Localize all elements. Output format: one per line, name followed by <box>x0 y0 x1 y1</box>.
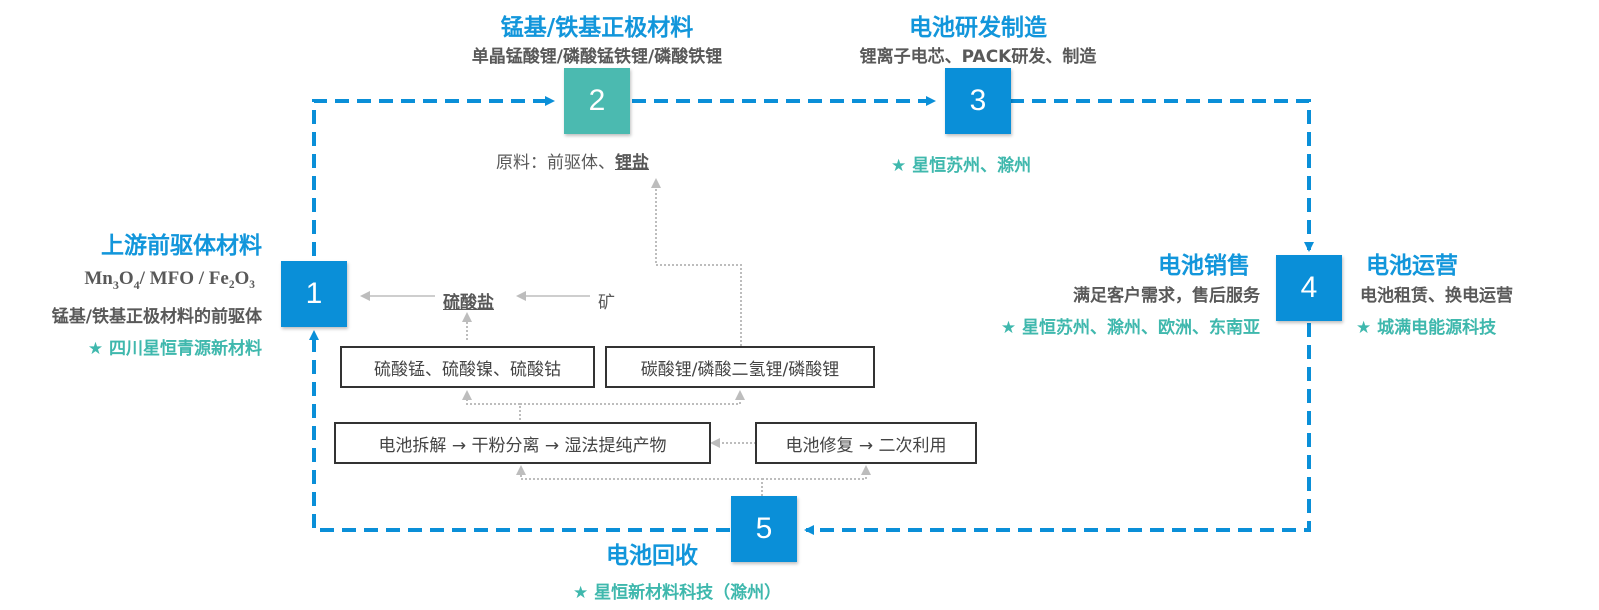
node-4-ops-desc: 电池租赁、换电运营 <box>1360 286 1513 306</box>
node-1-formula: Mn3O4/ MFO / Fe₂O₃ <box>84 268 255 292</box>
node-1-number: 1 <box>305 277 323 310</box>
node-2-desc: 单晶锰酸锂/磷酸锰铁锂/磷酸铁锂 <box>471 47 723 67</box>
box-repair-reuse: 电池修复 → 二次利用 <box>755 422 977 464</box>
lithium-salt-label: 锂盐 <box>615 153 649 173</box>
node-2[interactable]: 2 <box>564 68 630 134</box>
dotted-lithium-to-lithium-salt <box>651 178 742 350</box>
node-4-number: 4 <box>1300 271 1318 304</box>
node-2-raw-materials: 原料：前驱体、锂盐 <box>496 153 649 173</box>
node-3[interactable]: 3 <box>945 68 1011 134</box>
flow-5-to-1 <box>309 330 730 532</box>
node-4-sales-company: ★ 星恒苏州、滁州、欧洲、东南亚 <box>1000 318 1260 338</box>
node-5-company: ★ 星恒新材料科技（滁州） <box>573 583 782 603</box>
node-1-company: ★ 四川星恒青源新材料 <box>87 339 262 359</box>
node-3-desc: 锂离子电芯、PACK研发、制造 <box>859 47 1097 67</box>
sulfate-label: 硫酸盐 <box>443 293 494 313</box>
node-5-title: 电池回收 <box>606 543 698 569</box>
node-3-title: 电池研发制造 <box>909 15 1047 41</box>
node-4[interactable]: 4 <box>1276 255 1342 321</box>
node-1-desc: 锰基/铁基正极材料的前驱体 <box>51 307 262 327</box>
flow-3-to-4 <box>1010 99 1314 252</box>
flow-1-to-2 <box>312 96 555 256</box>
node-1[interactable]: 1 <box>281 261 347 327</box>
dotted-dismantle-to-boxes-a <box>462 390 521 420</box>
dotted-5-to-dismantle <box>516 465 763 496</box>
node-4-sales-desc: 满足客户需求，售后服务 <box>1073 286 1260 306</box>
box-sulfates: 硫酸锰、硫酸镍、硫酸钴 <box>340 346 595 388</box>
flow-4-to-5 <box>804 323 1311 535</box>
dotted-5-to-repair <box>762 465 871 480</box>
node-4-ops-title: 电池运营 <box>1366 253 1458 279</box>
node-1-title: 上游前驱体材料 <box>101 233 262 259</box>
box-dismantle-process: 电池拆解 → 干粉分离 → 湿法提纯产物 <box>334 422 711 464</box>
dotted-dismantle-to-boxes-b <box>520 390 745 405</box>
node-3-company: ★ 星恒苏州、滁州 <box>891 156 1032 176</box>
box-lithium-compounds: 碳酸锂/磷酸二氢锂/磷酸锂 <box>605 346 875 388</box>
node-5-number: 5 <box>755 512 773 545</box>
node-2-number: 2 <box>588 84 606 117</box>
ore-label: 矿 <box>598 293 615 313</box>
node-4-ops-company: ★ 城满电能源科技 <box>1356 318 1497 338</box>
node-2-title: 锰基/铁基正极材料 <box>500 15 694 41</box>
node-5[interactable]: 5 <box>731 496 797 562</box>
node-3-number: 3 <box>969 84 987 117</box>
node-4-sales-title: 电池销售 <box>1158 253 1250 279</box>
